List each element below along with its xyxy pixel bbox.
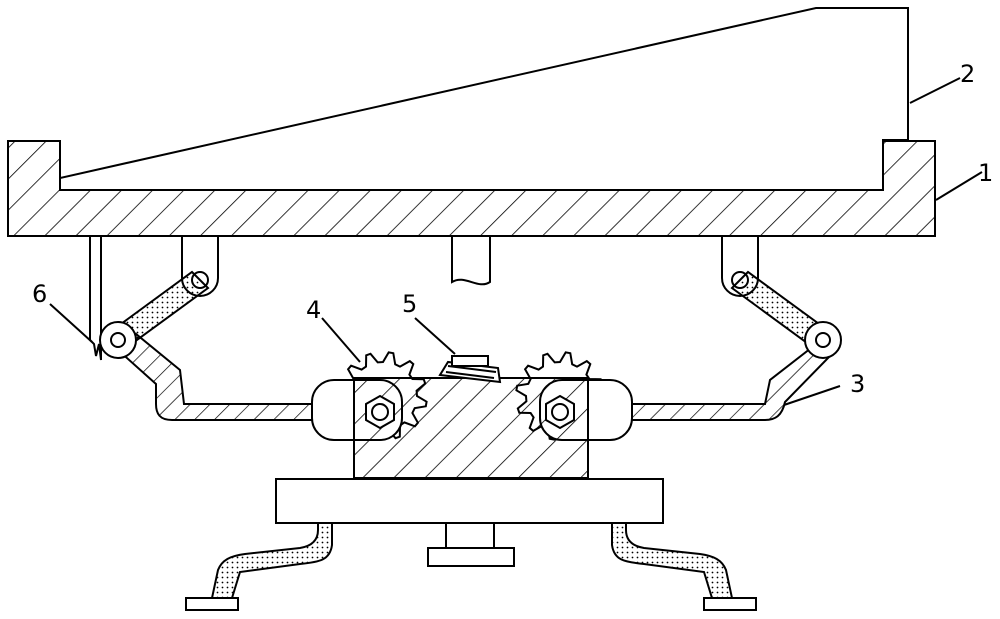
right-bolt — [545, 394, 575, 430]
callout-4: 4 — [306, 296, 321, 324]
right-leg — [611, 522, 757, 611]
left-bolt — [365, 394, 395, 430]
base-tray — [7, 140, 936, 237]
platform — [275, 478, 664, 524]
right-pivot — [804, 321, 842, 359]
leader-lines — [49, 77, 983, 406]
left-pivot — [99, 321, 137, 359]
callout-1: 1 — [978, 159, 993, 187]
left-leg — [185, 522, 333, 611]
callout-5: 5 — [402, 290, 417, 318]
center-stub — [451, 235, 491, 286]
callout-2: 2 — [960, 60, 975, 88]
spring — [438, 355, 502, 384]
callout-3: 3 — [850, 370, 865, 398]
central-block — [353, 377, 589, 479]
callout-6: 6 — [32, 280, 47, 308]
top-wedge-block — [59, 7, 909, 191]
center-foot — [427, 522, 515, 567]
